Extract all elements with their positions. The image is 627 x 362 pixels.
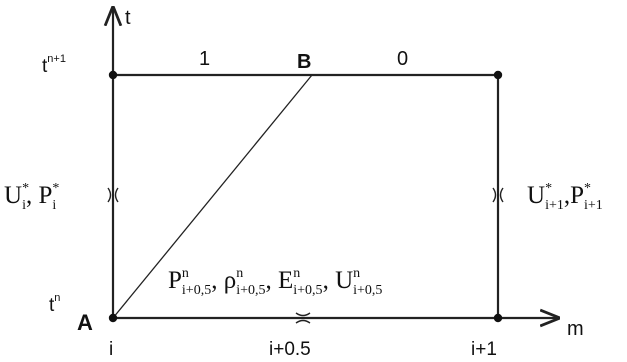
- cross-mark-right: [492, 187, 504, 203]
- tick-label-i: i: [109, 339, 113, 360]
- left-boundary-values: U*i, P*i: [4, 181, 59, 213]
- cross-mark-bottom: [295, 312, 311, 324]
- cross-mark-left: [107, 187, 119, 203]
- corner-point-top-right: [493, 70, 503, 80]
- time-level-bottom: tn: [49, 292, 60, 316]
- time-level-top: tn+1: [42, 53, 66, 77]
- tick-label-i-half: i+0.5: [269, 339, 311, 360]
- characteristic-line: [112, 74, 313, 319]
- t-axis-label: t: [125, 7, 131, 29]
- m-axis-label: m: [567, 318, 584, 340]
- point-a-label: A: [77, 310, 93, 335]
- right-boundary-values: U*i+1,P*i+1: [527, 181, 603, 213]
- point-b-label: B: [297, 51, 311, 73]
- point-a-dot: [108, 313, 118, 323]
- tick-label-i-plus-1: i+1: [471, 339, 497, 360]
- top-right-value: 0: [397, 48, 408, 70]
- top-left-value: 1: [199, 48, 210, 70]
- corner-point-top-left: [108, 70, 118, 80]
- corner-point-bottom-right: [493, 313, 503, 323]
